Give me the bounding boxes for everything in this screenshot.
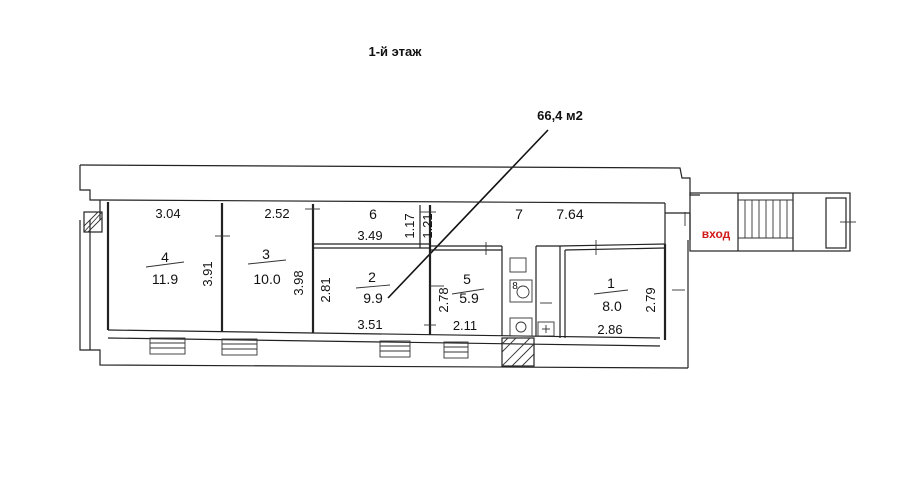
room-7-number: 7 — [515, 206, 523, 222]
room-2-height: 2.81 — [318, 277, 333, 302]
room-4-number: 4 — [161, 249, 169, 265]
room-5: 2.78 5 5.9 2.11 — [436, 271, 485, 333]
room-5-area: 5.9 — [459, 290, 479, 306]
room-5-number: 5 — [463, 271, 471, 287]
room-5-height: 2.78 — [436, 287, 451, 312]
entrance-staircase — [689, 192, 856, 252]
room-1-height: 2.79 — [643, 287, 658, 312]
inner-walls — [106, 202, 686, 347]
total-area-leader-line — [387, 129, 549, 299]
room-2-area: 9.9 — [363, 290, 383, 306]
windows — [149, 337, 469, 359]
room-5-width: 2.11 — [453, 318, 477, 333]
room-6-height: 1.17 — [402, 213, 417, 238]
room-4-height: 3.91 — [200, 261, 215, 286]
room-2-number: 2 — [368, 269, 376, 285]
room-4: 3.04 4 11.9 3.91 — [145, 206, 215, 287]
room-1-area: 8.0 — [602, 298, 622, 314]
room-6-number: 6 — [369, 206, 377, 222]
room-3-area: 10.0 — [253, 271, 280, 287]
room-6-width: 3.49 — [357, 228, 382, 243]
room-3: 2.52 3 10.0 3.98 — [247, 206, 306, 296]
hatched-shaft — [501, 337, 535, 367]
room-6: 6 3.49 1.17 — [357, 206, 417, 243]
room-2: 2.81 2 9.9 3.51 — [318, 269, 391, 332]
room-1-width: 2.86 — [597, 322, 622, 337]
room-3-number: 3 — [262, 246, 270, 262]
floor-title: 1-й этаж — [369, 44, 423, 59]
room-7-height: 1.21 — [420, 213, 435, 238]
room-4-width: 3.04 — [155, 206, 180, 221]
room-1: 1 8.0 2.86 2.79 — [593, 275, 658, 337]
room-4-area: 11.9 — [152, 271, 178, 287]
bathroom-fixtures — [509, 257, 555, 337]
room-3-width: 2.52 — [264, 206, 289, 221]
room-1-number: 1 — [607, 275, 615, 291]
outer-walls — [79, 164, 700, 369]
room-7: 1.21 7 7.64 — [420, 206, 584, 239]
room-2-width: 3.51 — [357, 317, 382, 332]
fixture-label: 8 — [512, 281, 518, 292]
room-7-area: 7.64 — [556, 206, 583, 222]
entrance-label: вход — [702, 227, 731, 241]
room-3-height: 3.98 — [291, 270, 306, 295]
total-area-label: 66,4 м2 — [537, 108, 583, 123]
